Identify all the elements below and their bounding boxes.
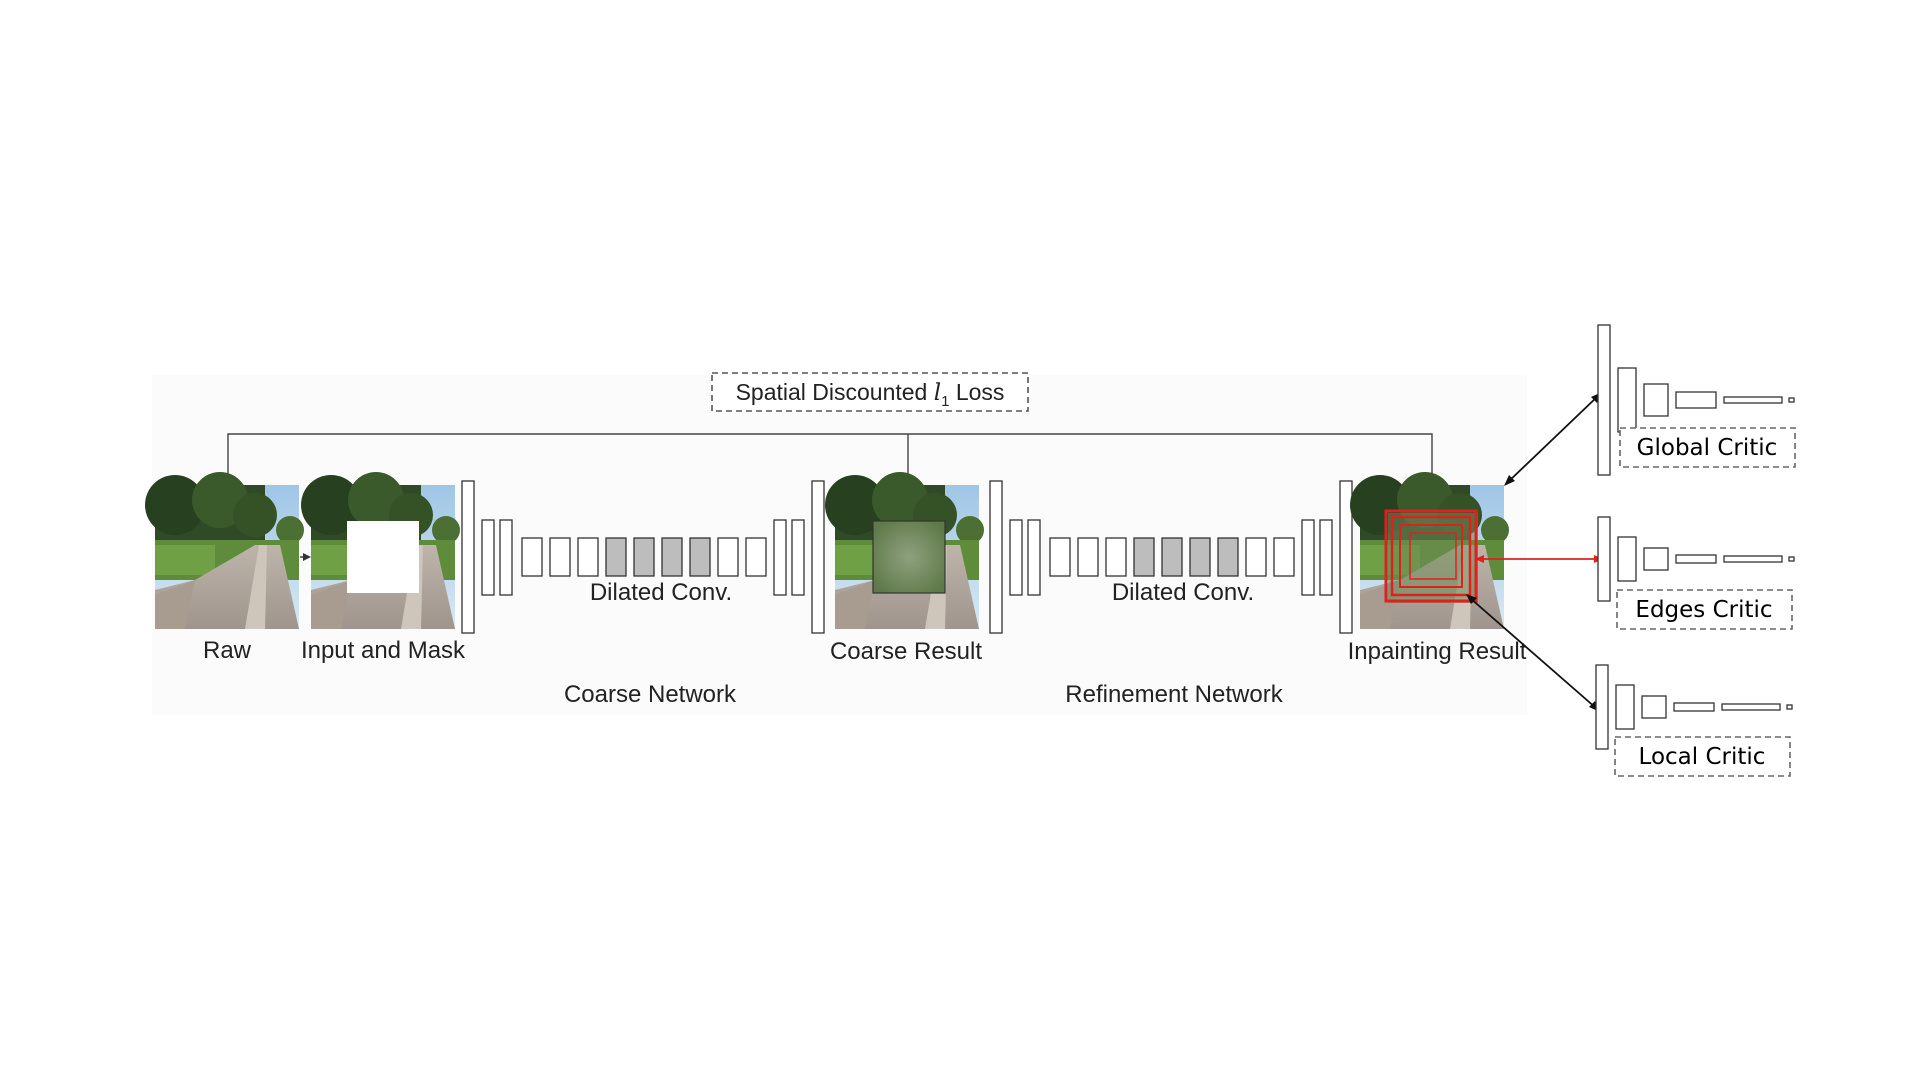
conv-layer (811, 480, 825, 634)
input-mask-image (301, 472, 460, 629)
critic-layer (1786, 704, 1793, 710)
critic-layer (1641, 695, 1667, 719)
global-critic-network (1597, 324, 1795, 476)
critic-layer (1788, 397, 1795, 403)
inpainting-result-label: Inpainting Result (1348, 638, 1527, 665)
critic-layer (1643, 547, 1669, 571)
coarse-network-layers (461, 480, 825, 634)
conv-layer (773, 519, 787, 596)
dilated-conv-layer (1189, 537, 1211, 577)
conv-layer (1009, 519, 1023, 596)
dilated-conv-layer (633, 537, 655, 577)
loss-connectors (227, 433, 1433, 485)
critic-layer (1723, 396, 1783, 404)
critic-layer (1615, 684, 1635, 730)
dilated-conv-layer (1133, 537, 1155, 577)
conv-layer (461, 480, 475, 634)
conv-layer (1339, 480, 1353, 634)
mask-hole (347, 521, 419, 593)
arrow-local-critic (1469, 597, 1597, 709)
edges-critic-network (1597, 516, 1795, 602)
critic-layer (1597, 324, 1611, 476)
conv-layer (1245, 537, 1267, 577)
conv-layer (499, 519, 513, 596)
loss-box: Spatial Discounted l1 Loss (711, 372, 1029, 412)
critic-layer (1788, 556, 1795, 562)
conv-layer (1105, 537, 1127, 577)
edges-critic-box: Edges Critic (1616, 589, 1793, 630)
coarse-result-image (825, 472, 984, 629)
input-mask-label: Input and Mask (301, 637, 466, 664)
conv-layer (1049, 537, 1071, 577)
global-critic-label: Global Critic (1637, 435, 1778, 461)
critic-layer (1675, 391, 1717, 409)
critic-layer (1721, 703, 1781, 711)
conv-layer (1027, 519, 1041, 596)
critic-layer (1723, 555, 1783, 563)
critic-layer (1617, 367, 1637, 433)
critic-layer (1673, 702, 1715, 712)
critic-layer (1675, 554, 1717, 564)
dilated-conv-layer (661, 537, 683, 577)
critic-layer (1643, 383, 1669, 417)
edges-region-outline (1390, 515, 1472, 597)
dilated-conv-label-2: Dilated Conv. (1112, 579, 1254, 606)
conv-layer (717, 537, 739, 577)
critic-layer (1597, 516, 1611, 602)
local-region-outline (1384, 509, 1478, 603)
critic-layer (1595, 664, 1609, 750)
conv-layer (1273, 537, 1295, 577)
local-critic-label: Local Critic (1639, 744, 1766, 770)
conv-layer (549, 537, 571, 577)
raw-label: Raw (203, 637, 252, 664)
dilated-conv-layer (1161, 537, 1183, 577)
conv-layer (1319, 519, 1333, 596)
raw-image (145, 472, 304, 629)
arrow-global-critic (1507, 395, 1599, 483)
dilated-conv-layer (689, 537, 711, 577)
dilated-conv-layer (1217, 537, 1239, 577)
coarse-network-label: Coarse Network (564, 681, 737, 708)
dilated-conv-layer (605, 537, 627, 577)
coarse-blur-patch (872, 520, 946, 594)
conv-layer (791, 519, 805, 596)
refinement-network-layers (989, 480, 1353, 634)
loss-label: Spatial Discounted l1 Loss (736, 379, 1005, 410)
critic-layer (1617, 536, 1637, 582)
conv-layer (481, 519, 495, 596)
dilated-conv-label-1: Dilated Conv. (590, 579, 732, 606)
local-critic-box: Local Critic (1614, 736, 1791, 777)
local-critic-network (1595, 664, 1793, 750)
arrowhead-input (303, 553, 311, 561)
coarse-result-label: Coarse Result (830, 638, 982, 665)
conv-layer (521, 537, 543, 577)
conv-layer (745, 537, 767, 577)
conv-layer (577, 537, 599, 577)
global-critic-box: Global Critic (1619, 427, 1796, 468)
conv-layer (1301, 519, 1315, 596)
conv-layer (989, 480, 1003, 634)
inpainting-result-image (1350, 472, 1509, 629)
refinement-network-label: Refinement Network (1065, 681, 1283, 708)
edges-critic-label: Edges Critic (1635, 597, 1772, 623)
conv-layer (1077, 537, 1099, 577)
